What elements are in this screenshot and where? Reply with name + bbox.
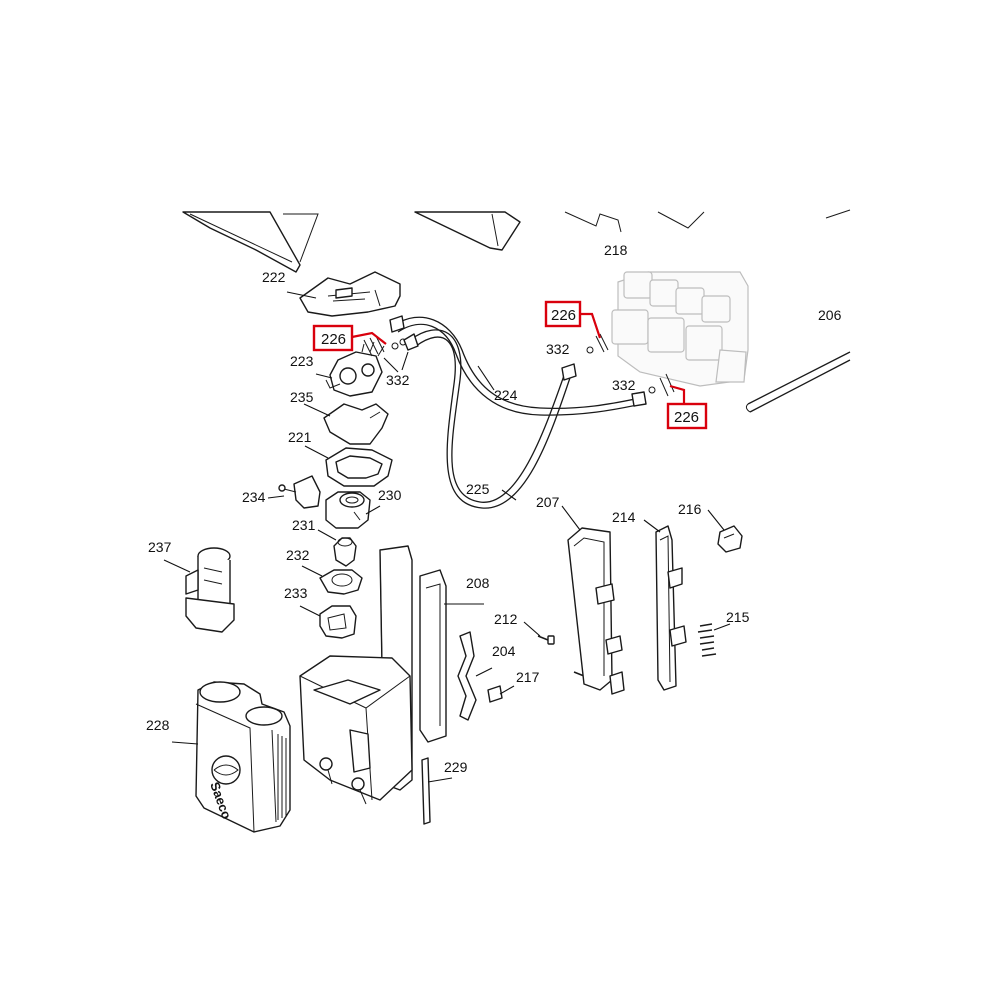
label-223: 223 — [290, 353, 314, 369]
label-226-left: 226 — [321, 331, 346, 348]
label-216: 216 — [678, 501, 702, 517]
label-234: 234 — [242, 489, 266, 505]
label-332-mid: 332 — [546, 341, 570, 357]
label-235: 235 — [290, 389, 314, 405]
part-230-housing — [325, 491, 381, 529]
label-232: 232 — [286, 547, 310, 563]
label-206: 206 — [818, 307, 842, 323]
part-237-pump — [163, 547, 235, 633]
label-212: 212 — [494, 611, 518, 627]
label-204: 204 — [492, 643, 516, 659]
part-221-seal — [304, 445, 393, 487]
label-224: 224 — [494, 387, 518, 403]
label-226-top-right: 226 — [551, 307, 576, 324]
valve-block-218 — [611, 271, 749, 387]
part-231-valve — [317, 529, 357, 567]
label-208: 208 — [466, 575, 490, 591]
highlight-box-226-left — [312, 324, 354, 352]
part-frame-main — [299, 545, 413, 805]
part-217-clip — [487, 685, 515, 703]
part-235-plate — [303, 403, 389, 445]
label-332-right: 332 — [612, 377, 636, 393]
label-231: 231 — [292, 517, 316, 533]
label-229: 229 — [444, 759, 468, 775]
label-225: 225 — [466, 481, 490, 497]
part-216-switch — [707, 509, 743, 553]
hose-225 — [403, 329, 577, 509]
label-221: 221 — [288, 429, 312, 445]
top-tray-outline — [414, 211, 521, 251]
label-230: 230 — [378, 487, 402, 503]
label-228: 228 — [146, 717, 170, 733]
label-214: 214 — [612, 509, 636, 525]
part-215-spring — [697, 623, 731, 657]
hose-224 — [389, 315, 647, 416]
part-204-strip — [457, 631, 493, 721]
part-214-rail — [643, 519, 687, 691]
clips-226-upper-left — [363, 335, 409, 373]
part-207-rail — [561, 505, 625, 695]
label-332-left: 332 — [386, 372, 410, 388]
label-226-bottom-right: 226 — [674, 409, 699, 426]
part-233-bracket — [299, 605, 357, 639]
part-232-ring — [301, 565, 363, 595]
label-217: 217 — [516, 669, 540, 685]
label-218: 218 — [604, 242, 628, 258]
label-222: 222 — [262, 269, 286, 285]
part-229-pin — [421, 757, 453, 825]
part-208-side-panel — [419, 569, 484, 743]
top-lid-outline — [182, 211, 319, 273]
part-234-lever — [267, 475, 321, 509]
label-233: 233 — [284, 585, 308, 601]
part-228-water-tank: Saeco — [171, 681, 291, 833]
label-207: 207 — [536, 494, 560, 510]
highlight-leader-upper-left — [351, 331, 387, 345]
highlight-box-226-top-right — [544, 300, 582, 328]
label-215: 215 — [726, 609, 750, 625]
rod-206 — [745, 351, 851, 413]
highlight-leader-upper-right — [580, 312, 602, 339]
highlight-leader-lower-right — [669, 384, 686, 404]
part-222-cover — [286, 271, 401, 317]
clips-226-right — [586, 333, 675, 397]
label-237: 237 — [148, 539, 172, 555]
highlight-box-226-bottom-right — [666, 402, 708, 430]
housing-218-outline — [564, 209, 851, 233]
